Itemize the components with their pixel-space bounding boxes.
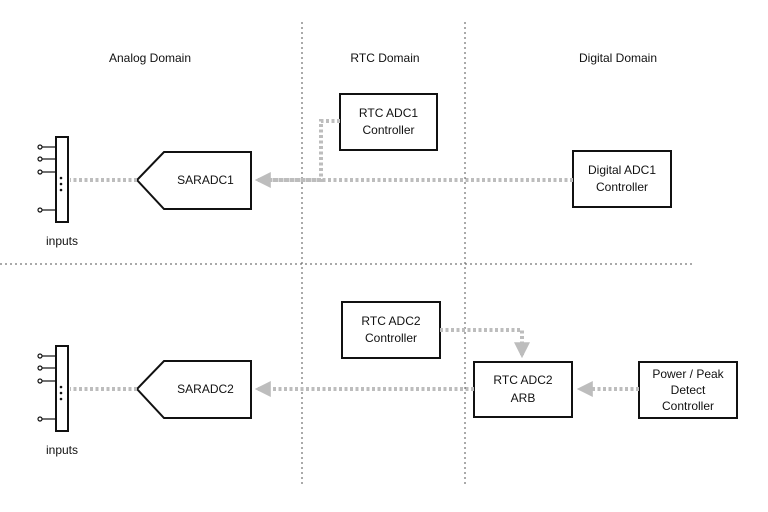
digital-adc1-controller-box	[572, 150, 672, 208]
adc2-inputs-label: inputs	[45, 443, 79, 457]
pwdet-controller-line3: Controller	[661, 399, 715, 414]
pwdet-controller-label: Power / Peak Detect Controller	[639, 362, 737, 418]
rtc-adc2-controller-line2: Controller	[364, 331, 418, 345]
rtc-adc1-controller-line2: Controller	[362, 123, 415, 137]
saradc1-label: SARADC1	[177, 172, 234, 187]
rtc-adc2-arb-box	[473, 361, 573, 418]
saradc1-block	[135, 151, 252, 210]
rtc-domain-label: RTC Domain	[350, 51, 420, 65]
rtc-adc2-controller-to-arb-arrow	[440, 328, 530, 359]
rtc-adc2-arb-line2: ARB	[510, 390, 536, 405]
digital-adc1-controller-line2: Controller	[595, 180, 649, 194]
pwdet-controller-line2: Detect	[670, 382, 706, 397]
pwdet-controller-box	[638, 361, 738, 419]
digital-domain-label: Digital Domain	[578, 51, 658, 65]
adc1-inputs-label: inputs	[45, 234, 79, 248]
rtc-adc2-controller-box	[341, 301, 441, 359]
digital-adc1-controller-line1: Digital ADC1	[587, 162, 657, 177]
saradc2-label: SARADC2	[177, 381, 234, 396]
adc2-input-ellipsis	[59, 385, 63, 401]
rtc-adc1-controller-line1: RTC ADC1	[358, 105, 419, 120]
analog-domain-label: Analog Domain	[108, 51, 192, 65]
adc1-input-pins	[37, 144, 56, 213]
rtc-adc2-controller-line1: RTC ADC2	[361, 313, 421, 328]
digital-adc1-controller-label: Digital ADC1 Controller	[573, 151, 671, 207]
adc2-input-bus	[55, 345, 69, 432]
adc1-input-bus	[55, 136, 69, 223]
adc1-input-ellipsis	[59, 176, 63, 192]
rtc-adc2-controller-label: RTC ADC2 Controller	[342, 302, 440, 358]
saradc2-block	[135, 360, 252, 419]
rtc-adc2-arb-line1: RTC ADC2	[493, 373, 553, 388]
adc2-input-pins	[37, 353, 56, 422]
rtc-adc1-controller-label: RTC ADC1 Controller	[340, 94, 437, 150]
rtc-adc1-controller-box	[339, 93, 438, 151]
rtc-adc1-to-saradc1-arrow	[262, 119, 340, 182]
rtc-adc2-arb-label: RTC ADC2 ARB	[474, 362, 572, 417]
pwdet-controller-line1: Power / Peak	[652, 366, 724, 381]
